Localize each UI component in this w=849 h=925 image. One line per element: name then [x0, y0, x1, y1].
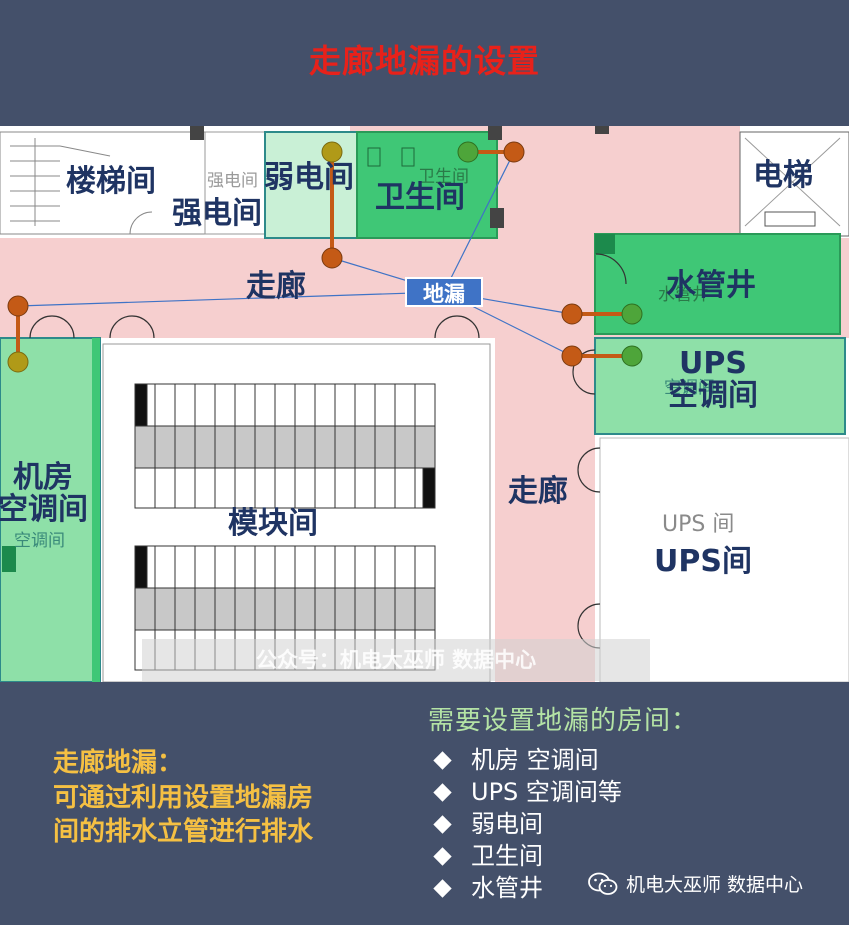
- wechat-account: 机电大巫师 数据中心: [588, 870, 803, 897]
- list-item: 弱电间: [432, 808, 622, 840]
- strong-power-cad-label: 强电间: [207, 171, 258, 191]
- wechat-icon: [588, 872, 618, 895]
- note-line-3: 间的排水立管进行排水: [53, 817, 314, 848]
- diamond-bullet-icon: [433, 750, 452, 770]
- diamond-bullet-icon: [433, 814, 452, 834]
- machine-ac-cad-label: 空调间: [14, 531, 65, 551]
- note-line-2: 可通过利用设置地漏房: [53, 782, 314, 813]
- watermark: 公众号：机电大巫师 数据中心: [142, 639, 650, 681]
- pipe-nodes: [7, 141, 643, 373]
- room-label-strong-power: 强电间: [172, 196, 262, 231]
- stairs-area: [0, 131, 206, 235]
- list-item: UPS 空调间等: [432, 776, 622, 808]
- toilet-fixture-icon: [367, 147, 381, 167]
- ups-cad-label: UPS 间: [662, 512, 735, 537]
- room-label-corridor-right: 走廊: [508, 474, 568, 509]
- room-label-stairs: 楼梯间: [66, 164, 156, 199]
- corridor-upper-right-area: [595, 126, 740, 238]
- diamond-bullet-icon: [433, 878, 452, 898]
- room-label-elevator: 电梯: [753, 158, 813, 193]
- ups-ac-cad-label: 空调间: [664, 378, 715, 398]
- floor-plan: 强电间 卫生间 水管井 空调间 UPS 间 空调间 楼梯间 强电间 弱电间 卫生…: [0, 126, 849, 682]
- room-label-module: 模块间: [228, 506, 318, 541]
- toilet-fixture-icon: [401, 147, 415, 167]
- page-title: 走廊地漏的设置: [308, 42, 540, 80]
- room-label-water-shaft: 水管井: [666, 268, 756, 303]
- room-label-corridor-top: 走廊: [246, 269, 306, 304]
- strong-power-room-area: [204, 131, 266, 235]
- room-label-ups-ac: UPS 空调间: [668, 346, 758, 413]
- water-shaft-cad-label: 水管井: [658, 285, 709, 305]
- list-item: 水管井: [432, 872, 622, 904]
- floor-plan-drawing: [0, 126, 849, 682]
- rooms-needed-list: 机房 空调间 UPS 空调间等 弱电间 卫生间 水管井: [432, 744, 622, 904]
- room-label-machine-ac: 机房 空调间: [0, 460, 88, 527]
- rooms-needed-title: 需要设置地漏的房间：: [428, 706, 699, 736]
- note-line-1: 走廊地漏：: [53, 748, 184, 778]
- list-item: 卫生间: [432, 840, 622, 872]
- room-label-toilet: 卫生间: [375, 180, 465, 215]
- room-label-ups: UPS间: [654, 544, 752, 579]
- list-item: 机房 空调间: [432, 744, 622, 776]
- floor-drain-label: 地漏: [405, 277, 483, 307]
- toilet-cad-label: 卫生间: [418, 167, 469, 187]
- diamond-bullet-icon: [433, 846, 452, 866]
- machine-ac-room-area: [0, 337, 101, 682]
- room-label-weak-power: 弱电间: [264, 160, 354, 195]
- diamond-bullet-icon: [433, 782, 452, 802]
- wechat-account-name: 机电大巫师 数据中心: [626, 874, 804, 896]
- corridor-drain-note: 走廊地漏： 可通过利用设置地漏房 间的排水立管进行排水: [53, 746, 313, 850]
